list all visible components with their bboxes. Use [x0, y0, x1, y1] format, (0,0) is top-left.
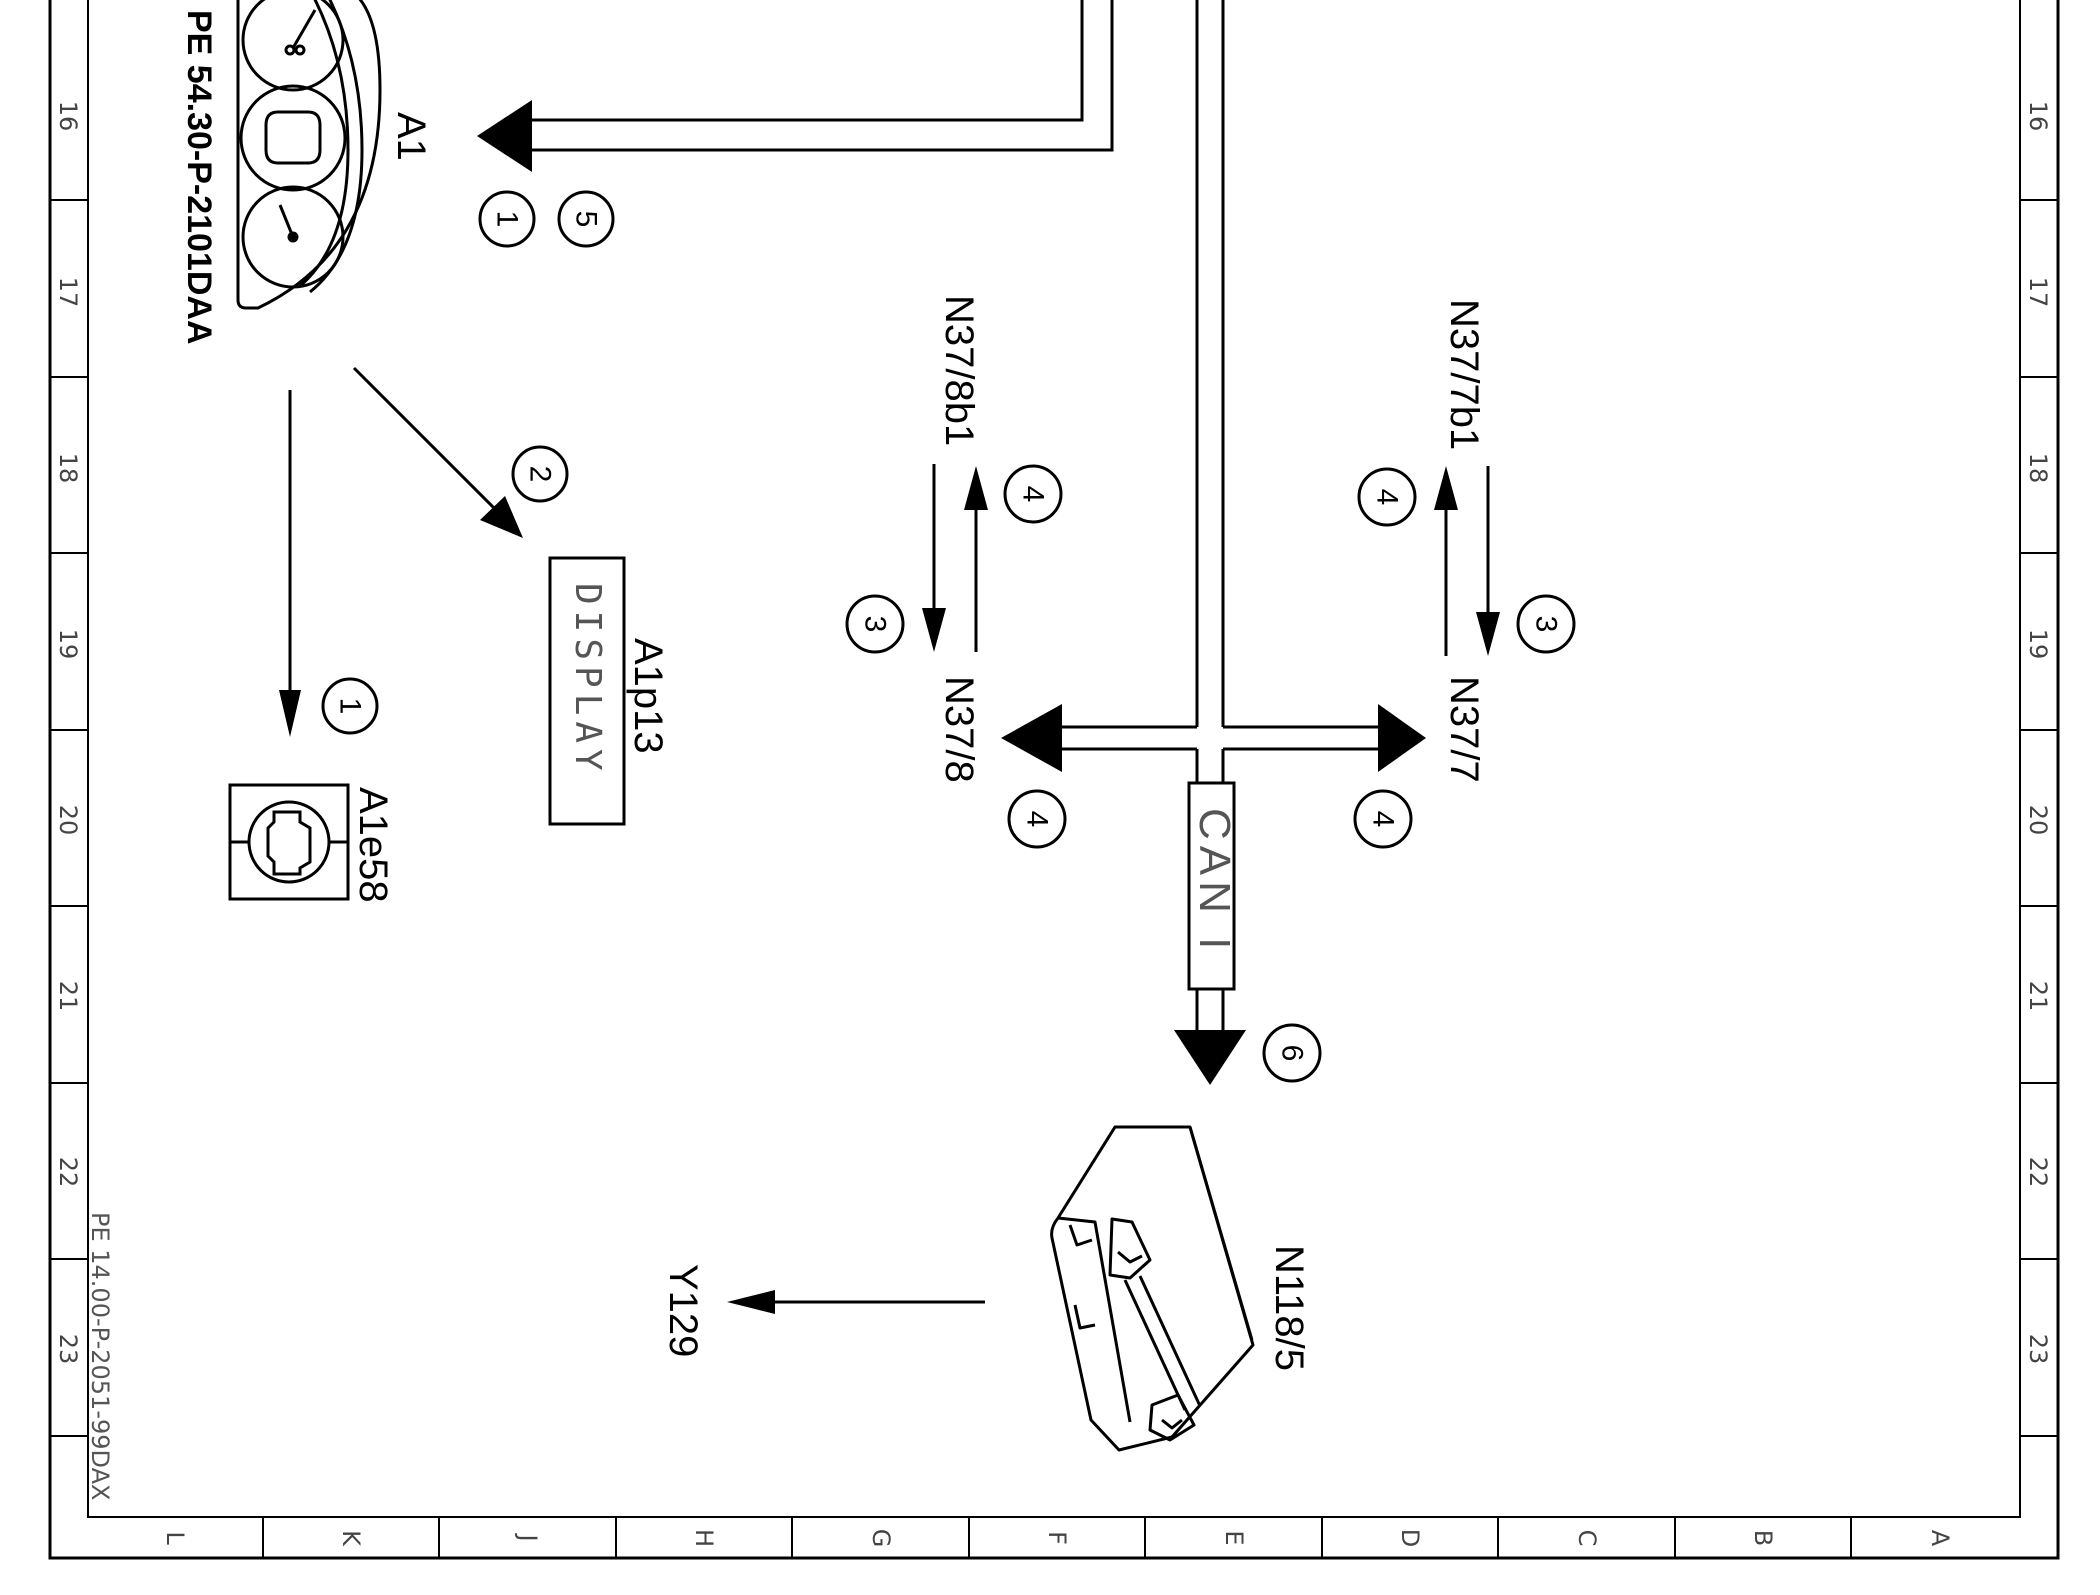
row-label-16-right: 16 — [2024, 101, 2052, 132]
svg-text:6: 6 — [1276, 1045, 1309, 1062]
can-bus-label: CAN I — [1190, 808, 1239, 955]
column-label-k: K — [337, 1530, 365, 1547]
row-label-17-right: 17 — [2024, 277, 2052, 308]
display-icon: DISPLAY — [548, 556, 626, 826]
display-arrow — [352, 366, 523, 538]
row-label-18-right: 18 — [2024, 453, 2052, 484]
instrument-cluster-label: A1 — [389, 112, 433, 161]
nox-right-arrowhead — [1001, 704, 1062, 772]
column-label-f: F — [1043, 1531, 1071, 1545]
column-label-g: G — [867, 1529, 895, 1548]
indicator-lamp-icon — [228, 783, 350, 901]
row-label-16-left: 16 — [54, 101, 82, 132]
row-label-21-right: 21 — [2024, 981, 2052, 1012]
row-label-23-left: 23 — [54, 1334, 82, 1365]
row-label-22-left: 22 — [54, 1157, 82, 1188]
control-unit-icon — [1050, 1125, 1255, 1452]
svg-text:3: 3 — [1530, 616, 1563, 633]
display-text: DISPLAY — [567, 583, 608, 777]
nox-right-label: N37/8 — [937, 676, 981, 783]
callout-lamp-1: 1 — [321, 677, 379, 735]
column-labels: L K J H G F E D C B A — [161, 1529, 1954, 1548]
svg-text:4: 4 — [1367, 811, 1400, 828]
callout-a1-1: 1 — [478, 190, 536, 248]
instrument-cluster-icon — [236, 0, 382, 310]
row-grid — [50, 199, 2058, 1437]
svg-text:5: 5 — [570, 211, 603, 228]
a1-input-arrow — [477, 0, 1114, 172]
instrument-cluster-reference: PE 54.30-P-2101DAA — [180, 10, 218, 345]
row-label-23-right: 23 — [2024, 1334, 2052, 1365]
row-label-20-left: 20 — [54, 805, 82, 836]
row-label-18-left: 18 — [54, 453, 82, 484]
column-label-d: D — [1396, 1529, 1424, 1547]
svg-text:4: 4 — [1021, 811, 1054, 828]
sensor-left-label: N37/7b1 — [1442, 299, 1486, 450]
row-label-21-left: 21 — [54, 981, 82, 1012]
svg-text:1: 1 — [491, 211, 524, 228]
display-label: A1p13 — [626, 638, 670, 754]
callout-can-6: 6 — [1262, 1023, 1322, 1083]
nox-left-arrowhead — [1378, 704, 1426, 772]
lamp-arrow — [279, 390, 301, 737]
column-label-b: B — [1749, 1530, 1777, 1546]
sensor-right-label: N37/8b1 — [937, 295, 981, 446]
row-label-19-right: 19 — [2024, 629, 2052, 660]
callout-sensor-right-3: 3 — [845, 594, 905, 654]
indicator-lamp-label: A1e58 — [351, 787, 395, 903]
valve-label: Y129 — [661, 1264, 705, 1357]
valve-arrow — [727, 1290, 985, 1314]
svg-text:4: 4 — [1017, 486, 1050, 503]
callout-display-2: 2 — [511, 445, 569, 503]
sensor-right-arrows — [922, 464, 988, 652]
column-label-a: A — [1926, 1530, 1954, 1547]
svg-text:4: 4 — [1371, 489, 1404, 506]
callout-sensor-left-4: 4 — [1357, 467, 1417, 527]
row-label-19-left: 19 — [54, 629, 82, 660]
column-grid — [262, 1517, 1852, 1558]
control-unit-label: N118/5 — [1267, 1245, 1311, 1371]
callout-sensor-left-3: 3 — [1516, 594, 1576, 654]
column-label-h: H — [690, 1529, 718, 1547]
column-label-l: L — [161, 1531, 189, 1545]
callout-nox-right-4: 4 — [1007, 789, 1067, 849]
column-label-j: J — [514, 1532, 542, 1541]
callout-a1-5: 5 — [557, 190, 615, 248]
row-label-17-left: 17 — [54, 277, 82, 308]
svg-text:2: 2 — [524, 466, 557, 483]
callout-sensor-right-4: 4 — [1003, 464, 1063, 524]
can-bus-trunk — [1062, 0, 1378, 783]
row-labels: 16 17 18 19 20 21 22 23 16 17 18 19 20 2… — [54, 101, 2052, 1365]
column-label-e: E — [1220, 1530, 1248, 1545]
sensor-left-arrows — [1434, 466, 1500, 656]
can-bus-down-arrow — [1174, 989, 1246, 1085]
can-bus-box: CAN I — [1187, 781, 1239, 991]
row-label-20-right: 20 — [2024, 805, 2052, 836]
column-label-c: C — [1573, 1530, 1601, 1547]
svg-text:1: 1 — [334, 698, 367, 715]
drawing-frame — [48, 0, 2060, 1560]
row-label-22-right: 22 — [2024, 1157, 2052, 1188]
callout-nox-left-4: 4 — [1353, 789, 1413, 849]
svg-text:3: 3 — [859, 616, 892, 633]
nox-left-label: N37/7 — [1442, 676, 1486, 783]
document-reference: PE 14.00-P-2051-99DAX — [86, 1212, 114, 1500]
